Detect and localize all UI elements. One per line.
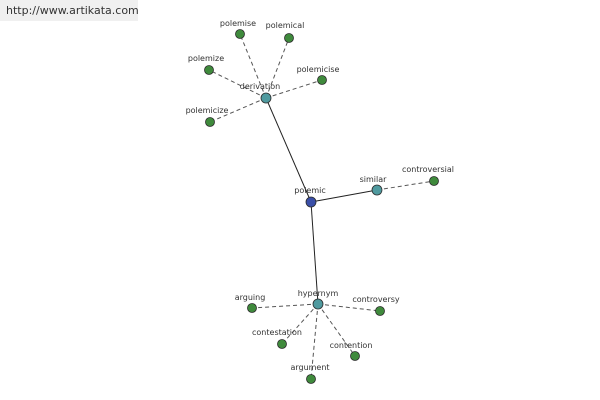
node-layer xyxy=(204,29,439,384)
word-label-argument: argument xyxy=(290,363,329,372)
word-label-polemical: polemical xyxy=(266,21,305,30)
word-node-polemicise xyxy=(317,75,327,85)
edge-derivation-polemise xyxy=(239,33,267,99)
word-label-contention: contention xyxy=(330,341,373,350)
edge-derivation-polemical xyxy=(265,37,290,99)
relation-label-similar: similar xyxy=(360,175,388,184)
word-node-argument xyxy=(306,374,316,384)
edge-hypernym-argument xyxy=(310,303,319,380)
word-node-contestation xyxy=(277,339,287,349)
edge-polemic-similar xyxy=(310,189,378,203)
relation-node-derivation xyxy=(260,92,272,104)
edge-layer xyxy=(208,33,435,380)
word-label-controversial: controversial xyxy=(402,165,454,174)
word-label-polemicise: polemicise xyxy=(297,65,340,74)
word-label-polemize: polemize xyxy=(188,54,224,63)
word-label-arguing: arguing xyxy=(235,293,266,302)
word-label-polemise: polemise xyxy=(220,19,256,28)
word-node-polemise xyxy=(235,29,245,39)
word-node-polemize xyxy=(204,65,214,75)
word-node-controversy xyxy=(375,306,385,316)
relation-label-hypernym: hypernym xyxy=(298,289,339,298)
edge-hypernym-contestation xyxy=(281,303,319,345)
edge-derivation-polemicise xyxy=(265,79,323,99)
edge-polemic-hypernym xyxy=(310,201,319,305)
relation-node-similar xyxy=(371,184,383,196)
word-node-controversial xyxy=(429,176,439,186)
relation-label-derivation: derivation xyxy=(240,82,280,91)
word-label-polemicize: polemicize xyxy=(186,106,229,115)
edge-derivation-polemicize xyxy=(209,97,267,123)
word-label-contestation: contestation xyxy=(252,328,302,337)
edge-hypernym-controversy xyxy=(317,303,381,312)
edge-similar-controversial xyxy=(376,180,435,191)
word-node-polemical xyxy=(284,33,294,43)
edge-hypernym-arguing xyxy=(251,303,319,309)
relation-node-hypernym xyxy=(312,298,324,310)
word-node-arguing xyxy=(247,303,257,313)
edge-derivation-polemize xyxy=(208,69,267,99)
edge-hypernym-contention xyxy=(317,303,356,357)
edge-polemic-derivation xyxy=(265,97,312,203)
source-url: http://www.artikata.com xyxy=(0,0,139,21)
word-label-controversy: controversy xyxy=(352,295,400,304)
word-node-contention xyxy=(350,351,360,361)
label-layer: polemise polemical polemize polemicise polem… xyxy=(186,19,454,372)
center-node xyxy=(305,196,317,208)
center-label: polemic xyxy=(294,186,326,195)
word-node-polemicize xyxy=(205,117,215,127)
